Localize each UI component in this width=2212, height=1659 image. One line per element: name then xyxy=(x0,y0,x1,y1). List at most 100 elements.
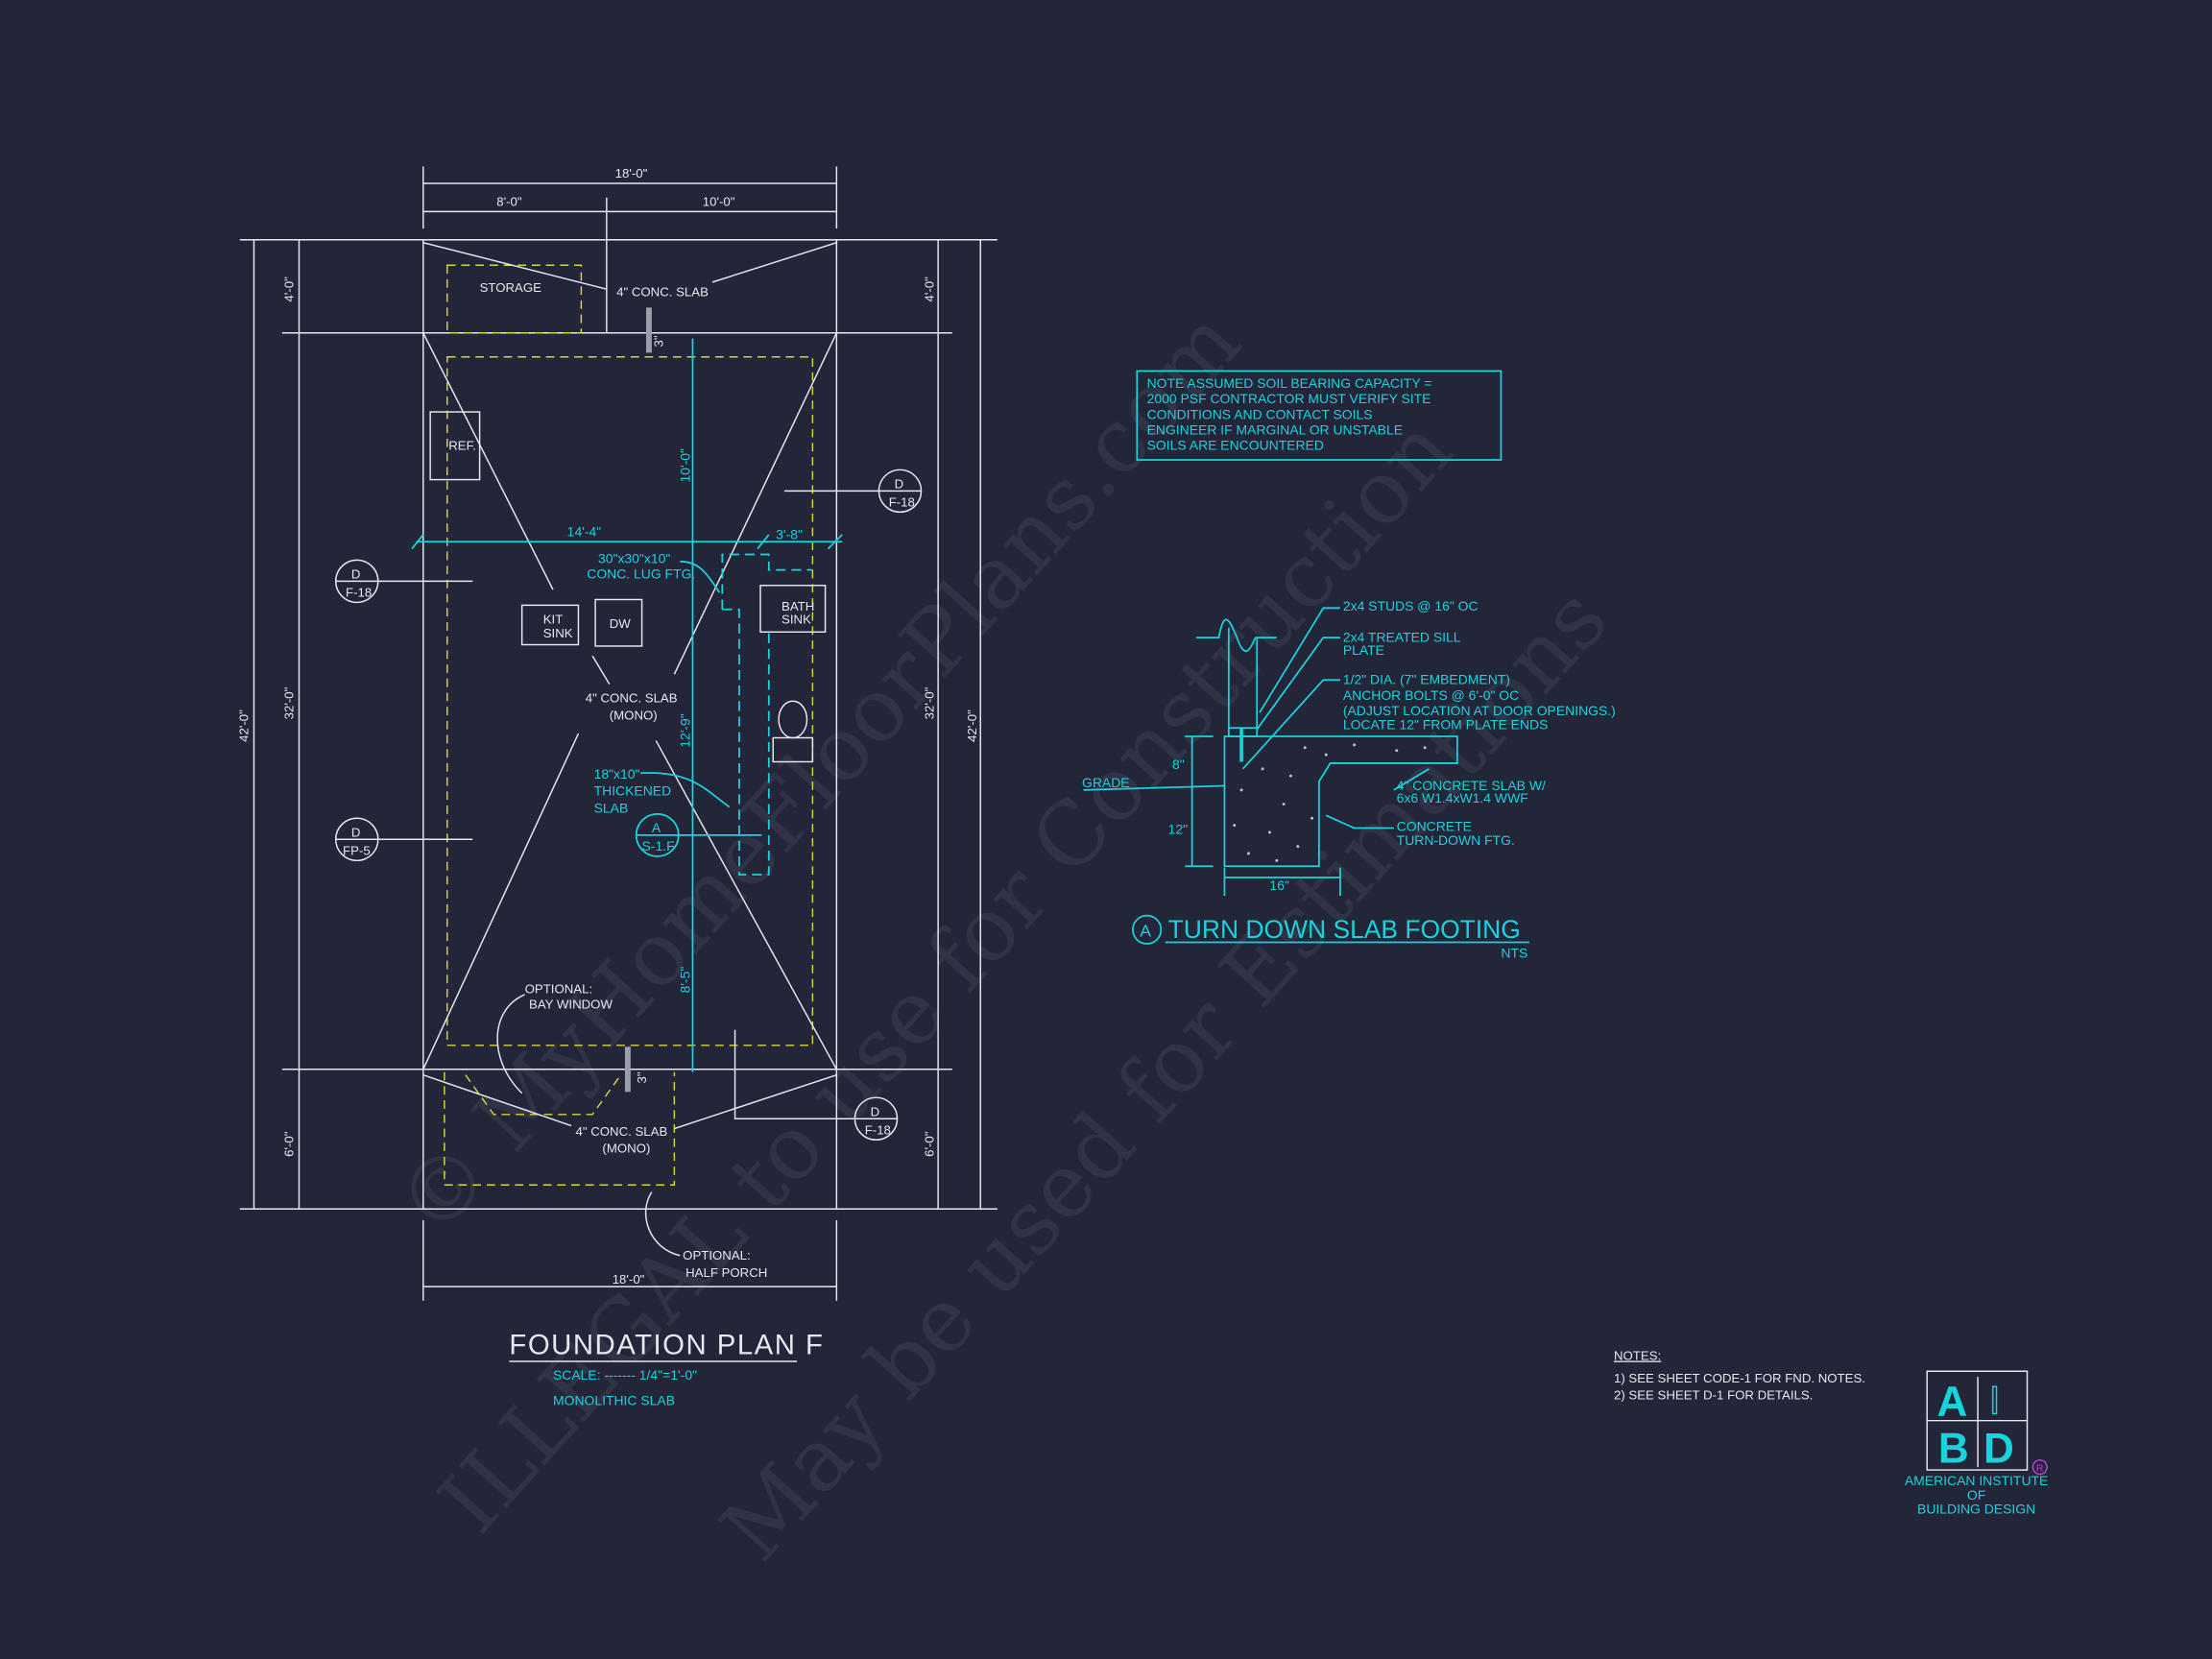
dim-left-top: 4'-0" xyxy=(282,276,297,302)
label-bay-2: BAY WINDOW xyxy=(529,998,613,1012)
callout-bottom: FP-5 xyxy=(343,843,371,857)
dim-3-8: 3'-8" xyxy=(776,526,803,541)
section-callout[interactable]: D F-18 xyxy=(334,559,473,604)
label-ftg-2: TURN-DOWN FTG. xyxy=(1397,832,1515,848)
label-slab-top: 4" CONC. SLAB xyxy=(616,285,709,300)
registered-mark: R xyxy=(2036,1464,2043,1475)
dim-right-bottom: 6'-0" xyxy=(923,1131,937,1157)
label-bolt-3: (ADJUST LOCATION AT DOOR OPENINGS.) xyxy=(1343,703,1616,718)
label-kit-sink-1: KIT xyxy=(543,612,564,626)
dim-right-overall: 42'-0" xyxy=(965,709,979,742)
section-callout[interactable]: D F-18 xyxy=(733,1029,899,1141)
dim-right-top: 4'-0" xyxy=(923,276,937,302)
dim-step-bottom: 3" xyxy=(635,1071,649,1083)
label-bolt-4: LOCATE 12" FROM PLATE ENDS xyxy=(1343,717,1549,733)
detail-callout[interactable]: A S-1.F xyxy=(635,812,762,857)
label-storage: STORAGE xyxy=(480,280,542,295)
label-slab-2: 6x6 W1.4xW1.4 WWF xyxy=(1397,790,1528,805)
plan-subtitle: MONOLITHIC SLAB xyxy=(553,1393,675,1408)
label-thick-3: SLAB xyxy=(594,800,629,815)
section-callout[interactable]: D FP-5 xyxy=(334,817,473,862)
label-bolt-2: ANCHOR BOLTS @ 6'-0" OC xyxy=(1343,687,1519,703)
dim-16: 16" xyxy=(1269,878,1289,893)
label-lug-1: 30"x30"x10" xyxy=(598,550,670,565)
label-slab-porch-2: (MONO) xyxy=(602,1141,650,1155)
callout-top: A xyxy=(652,820,661,835)
label-ftg-1: CONCRETE xyxy=(1397,818,1472,833)
dim-top-right: 10'-0" xyxy=(703,195,735,209)
dim-bottom-overall: 18'-0" xyxy=(613,1272,645,1286)
note-item: 1) SEE SHEET CODE-1 FOR FND. NOTES. xyxy=(1614,1371,1865,1385)
logo-line: AMERICAN INSTITUTE xyxy=(1905,1473,2048,1488)
logo-letter: I xyxy=(1989,1378,2000,1422)
label-studs: 2x4 STUDS @ 16" OC xyxy=(1343,598,1479,613)
dim-right-mid: 32'-0" xyxy=(923,686,937,719)
dim-10-0: 10'-0" xyxy=(678,448,693,483)
label-bay-1: OPTIONAL: xyxy=(525,981,593,996)
dim-top-left: 8'-0" xyxy=(496,195,522,209)
callout-bottom: S-1.F xyxy=(642,838,675,854)
label-kit-sink-2: SINK xyxy=(543,626,573,640)
logo-letter: D xyxy=(1984,1426,2014,1473)
note-line: SOILS ARE ENCOUNTERED xyxy=(1147,438,1324,453)
callout-top: D xyxy=(895,476,904,491)
label-ref: REF. xyxy=(448,439,476,453)
soil-note: NOTE ASSUMED SOIL BEARING CAPACITY = 200… xyxy=(1136,370,1503,461)
label-bath-sink-1: BATH xyxy=(781,599,814,613)
plan-scale: SCALE: ------- 1/4"=1'-0" xyxy=(553,1367,697,1382)
section-callout[interactable]: D F-18 xyxy=(783,469,923,514)
note-line: ENGINEER IF MARGINAL OR UNSTABLE xyxy=(1147,422,1403,438)
label-sill-2: PLATE xyxy=(1343,642,1384,658)
callout-top: D xyxy=(351,825,361,839)
callout-bottom: F-18 xyxy=(889,495,915,510)
general-notes: NOTES: 1) SEE SHEET CODE-1 FOR FND. NOTE… xyxy=(1614,1348,1865,1402)
callout-bottom: F-18 xyxy=(865,1122,891,1137)
logo-letter: B xyxy=(1938,1426,1969,1473)
note-line: 2000 PSF CONTRACTOR MUST VERIFY SITE xyxy=(1147,391,1431,406)
label-slab-1: 4" CONCRETE SLAB W/ xyxy=(1397,778,1546,793)
callout-top: D xyxy=(351,566,361,581)
dim-12: 12" xyxy=(1168,821,1189,836)
dim-left-bottom: 6'-0" xyxy=(282,1131,297,1157)
note-line: CONDITIONS AND CONTACT SOILS xyxy=(1147,406,1373,421)
note-item: 2) SEE SHEET D-1 FOR DETAILS. xyxy=(1614,1388,1813,1403)
dim-left-overall: 42'-0" xyxy=(237,709,252,742)
label-slab-porch-1: 4" CONC. SLAB xyxy=(576,1124,668,1139)
aibd-logo: A I B D R AMERICAN INSTITUTE OF BUILDING… xyxy=(1905,1370,2048,1517)
refrigerator xyxy=(429,411,481,481)
label-bolt-1: 1/2" DIA. (7" EMBEDMENT) xyxy=(1343,672,1510,687)
label-thick-2: THICKENED xyxy=(594,783,672,799)
callout-bottom: F-18 xyxy=(346,586,372,600)
logo-line: BUILDING DESIGN xyxy=(1917,1502,2035,1517)
label-sill-1: 2x4 TREATED SILL xyxy=(1343,630,1461,645)
detail-title: TURN DOWN SLAB FOOTING xyxy=(1168,915,1521,944)
label-bath-sink-2: SINK xyxy=(781,612,811,626)
kitchen-sink xyxy=(520,604,580,646)
dim-14-4: 14'-4" xyxy=(567,523,602,539)
dim-12-9: 12'-9" xyxy=(678,713,693,748)
label-slab-main-2: (MONO) xyxy=(610,708,658,722)
dishwasher xyxy=(594,598,643,647)
label-grade: GRADE xyxy=(1082,775,1130,790)
foundation-plan: 18'-0" 8'-0" 10'-0" 4'-0" 32'-0" 6'-0" 4… xyxy=(237,166,998,1408)
label-porch-1: OPTIONAL: xyxy=(683,1248,751,1262)
logo-letter: A xyxy=(1936,1379,1967,1426)
detail-marker-label: A xyxy=(1140,922,1151,941)
turn-down-slab-detail: GRADE 8" 12" 16" 2x4 STUDS @ 16" OC 2x4 … xyxy=(1082,598,1616,960)
dim-left-mid: 32'-0" xyxy=(282,686,297,719)
bath-sink xyxy=(759,585,827,634)
detail-marker xyxy=(1132,914,1163,945)
label-thick-1: 18"x10" xyxy=(594,766,640,781)
label-porch-2: HALF PORCH xyxy=(685,1265,767,1280)
label-slab-main-1: 4" CONC. SLAB xyxy=(586,691,678,706)
detail-scale: NTS xyxy=(1501,946,1527,961)
dim-top-overall: 18'-0" xyxy=(615,166,648,180)
dim-8: 8" xyxy=(1172,757,1185,772)
dim-step-top: 3" xyxy=(652,335,666,347)
logo-line: OF xyxy=(1967,1487,1985,1503)
callout-top: D xyxy=(871,1104,880,1118)
label-dw: DW xyxy=(610,616,632,631)
note-line: NOTE ASSUMED SOIL BEARING CAPACITY = xyxy=(1147,375,1432,391)
label-lug-2: CONC. LUG FTG. xyxy=(587,565,695,581)
